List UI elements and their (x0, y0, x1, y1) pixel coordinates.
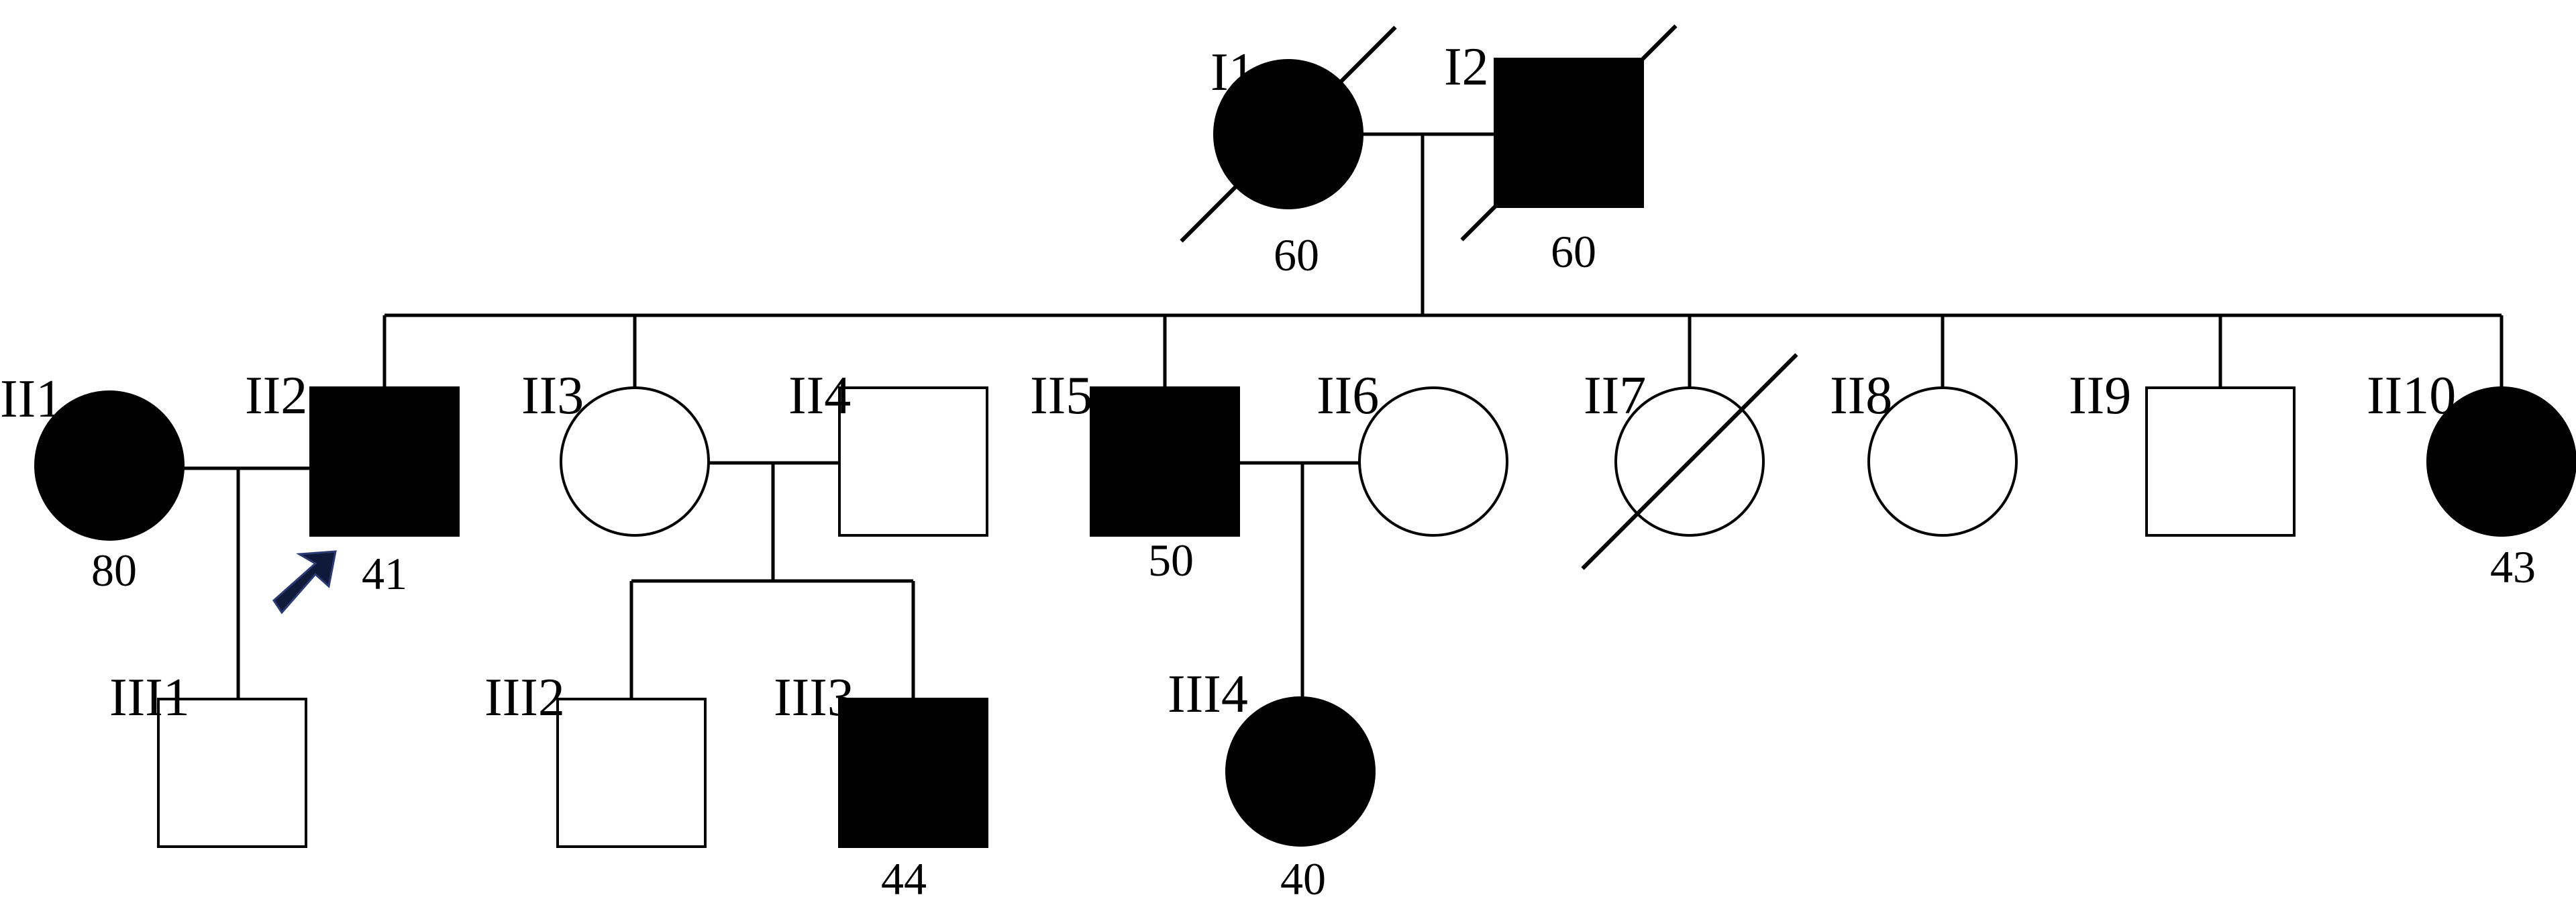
deceased-mark-I2 (1460, 24, 1678, 242)
individual-III3 (838, 698, 988, 848)
proband-marker (272, 550, 337, 615)
label-II9: II9 (2069, 366, 2131, 425)
age-I1: 60 (1274, 229, 1319, 280)
proband-arrow-icon (272, 550, 337, 615)
individual-II8 (1867, 386, 2018, 537)
age-II1: 80 (91, 545, 137, 596)
age-II2: 41 (362, 548, 407, 599)
age-II10: 43 (2490, 541, 2536, 592)
deceased-mark-I1 (1180, 25, 1397, 243)
label-II8: II8 (1830, 366, 1892, 425)
individual-III1 (157, 698, 307, 848)
individual-II9 (2145, 386, 2296, 537)
label-III4: III4 (1168, 665, 1248, 724)
connection-lines (183, 132, 2504, 699)
deceased-mark-II7 (1581, 353, 1798, 570)
age-III3: 44 (881, 853, 927, 903)
label-II5: II5 (1030, 366, 1092, 425)
individual-II3 (560, 386, 710, 537)
label-II3: II3 (521, 366, 584, 425)
individual-II1 (34, 390, 185, 541)
label-II7: II7 (1584, 366, 1646, 425)
individual-II10 (2426, 386, 2576, 537)
individual-III2 (556, 698, 707, 848)
individual-II4 (838, 386, 988, 537)
label-III3: III3 (774, 668, 854, 727)
label-II4: II4 (788, 366, 851, 425)
age-I2: 60 (1551, 226, 1596, 277)
label-I1: I1 (1210, 43, 1255, 102)
label-II1: II1 (0, 370, 62, 429)
label-III2: III2 (484, 668, 565, 727)
age-III4: 40 (1280, 853, 1326, 903)
individual-symbols (34, 24, 2576, 848)
label-I2: I2 (1444, 38, 1489, 97)
age-II5: 50 (1148, 535, 1194, 586)
individual-II5 (1090, 386, 1240, 537)
label-II2: II2 (245, 366, 307, 425)
individual-III4 (1225, 696, 1376, 847)
individual-II6 (1358, 386, 1508, 537)
label-II10: II10 (2367, 366, 2456, 425)
individual-II2 (309, 386, 460, 537)
label-III1: III1 (109, 668, 190, 727)
label-II6: II6 (1317, 366, 1379, 425)
